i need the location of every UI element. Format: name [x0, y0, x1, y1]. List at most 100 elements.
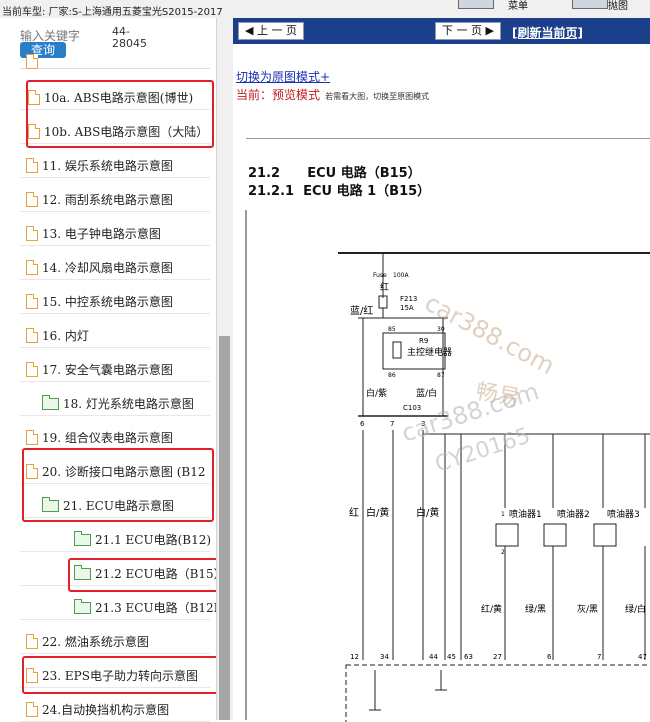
tree-item-label: 12. 雨刮系统电路示意图: [42, 192, 173, 207]
prev-page-button[interactable]: ◀ 上 一 页: [238, 22, 304, 40]
svg-text:45: 45: [447, 653, 456, 661]
injector-1: [495, 523, 519, 547]
top-bar: 当前车型: 厂家:S-上海通用五菱宝光S2015-2017 菜单 抛图: [0, 0, 650, 19]
car-model-label: 当前车型: 厂家:S-上海通用五菱宝光S2015-2017: [2, 7, 223, 18]
subsection-title: 21.2.1 ECU 电路 1（B15）: [248, 184, 431, 199]
switch-mode-link[interactable]: 切换为原图模式+: [236, 70, 331, 84]
tree-item[interactable]: 15. 中控系统电路示意图: [20, 289, 210, 314]
watermark-text: car388.com: [420, 289, 559, 381]
tree-item-label: 13. 电子钟电路示意图: [42, 226, 161, 241]
tree-item[interactable]: 10a. ABS电路示意图(博世): [20, 85, 210, 110]
tree-panel: 输入关键字 44-28045 查询 10a. ABS电路示意图(博世) 10b.…: [0, 18, 234, 722]
menu-label: 菜单: [508, 1, 528, 12]
svg-text:27: 27: [493, 653, 502, 661]
fuse-amp: 100A: [393, 272, 409, 279]
tree-item-label: 20. 诊断接口电路示意图 (B12: [42, 464, 206, 479]
tree-item[interactable]: 18. 灯光系统电路示意图: [20, 391, 210, 416]
svg-text:3: 3: [421, 420, 425, 428]
relay-name: 主控继电器: [407, 346, 452, 358]
prev-arrow-icon: ◀: [245, 24, 254, 37]
wire-label: 红: [380, 281, 389, 293]
svg-text:12: 12: [350, 653, 359, 661]
svg-text:2: 2: [501, 549, 505, 556]
doc-icon: [26, 54, 38, 69]
tree-item-label: 22. 燃油系统示意图: [42, 634, 149, 649]
next-page-button[interactable]: 下 一 页 ▶: [435, 22, 501, 40]
svg-text:86: 86: [388, 372, 396, 379]
divider: [246, 138, 650, 139]
doc-icon: [26, 633, 38, 649]
svg-text:47: 47: [638, 653, 647, 661]
mode-hint: 若需看大图，切换至原图模式: [325, 92, 430, 101]
svg-text:7: 7: [597, 653, 601, 661]
fuse-f213-amp: 15A: [400, 304, 414, 312]
svg-text:红: 红: [349, 506, 359, 519]
tree-item[interactable]: 17. 安全气囊电路示意图: [20, 357, 210, 382]
tree-item[interactable]: 14. 冷却风扇电路示意图: [20, 255, 210, 280]
doc-icon: [26, 463, 38, 479]
doc-icon: [26, 157, 38, 173]
svg-text:34: 34: [380, 653, 389, 661]
folder-open-icon: [42, 497, 59, 512]
wire-label: 蓝/红: [350, 304, 373, 317]
fuse-label: Fuse: [373, 272, 387, 279]
section-title: 21.2 ECU 电路（B15）: [248, 166, 421, 181]
mode-label: 当前：预览模式: [236, 88, 321, 102]
tree-item-label: 10a. ABS电路示意图(博世): [44, 90, 194, 105]
print-label: 抛图: [608, 1, 628, 12]
print-button[interactable]: [572, 0, 608, 9]
svg-text:红/黄: 红/黄: [481, 603, 502, 615]
tree-item-label: 14. 冷却风扇电路示意图: [42, 260, 173, 275]
tree-scrollbar[interactable]: [216, 18, 233, 720]
tree-item-label: 21.2 ECU电路（B15）: [95, 566, 226, 581]
svg-text:30: 30: [437, 326, 445, 333]
relay-coil: [392, 341, 402, 359]
svg-text:白/黄: 白/黄: [416, 506, 439, 519]
tree-item[interactable]: 22. 燃油系统示意图: [20, 629, 210, 654]
svg-text:绿/黑: 绿/黑: [525, 603, 546, 615]
tree-item[interactable]: 24.自动换挡机构示意图: [20, 697, 210, 722]
tree-item[interactable]: 20. 诊断接口电路示意图 (B12: [20, 459, 210, 484]
doc-icon: [26, 667, 38, 683]
next-arrow-icon: ▶: [485, 24, 494, 37]
tree-item-selected[interactable]: 21.2 ECU电路（B15）: [20, 561, 226, 586]
doc-icon: [26, 293, 38, 309]
doc-icon: [26, 327, 38, 343]
svg-text:44: 44: [429, 653, 438, 661]
scrolled-item[interactable]: [20, 54, 210, 69]
svg-text:85: 85: [388, 326, 396, 333]
injector-3: [593, 523, 617, 547]
tree-item[interactable]: 21.1 ECU电路(B12): [20, 527, 211, 552]
tree-item-label: 11. 娱乐系统电路示意图: [42, 158, 173, 173]
doc-icon: [28, 123, 40, 139]
refresh-link[interactable]: [刷新当前页]: [512, 26, 583, 40]
svg-text:7: 7: [390, 420, 394, 428]
doc-icon: [26, 225, 38, 241]
tree-item[interactable]: 19. 组合仪表电路示意图: [20, 425, 210, 450]
doc-icon: [26, 191, 38, 207]
doc-icon: [26, 361, 38, 377]
tree-item[interactable]: 21. ECU电路示意图: [20, 493, 210, 518]
tree-item-label: 16. 内灯: [42, 328, 89, 343]
highlight-box: [26, 80, 214, 148]
tree-item[interactable]: 11. 娱乐系统电路示意图: [20, 153, 210, 178]
scrollbar-thumb[interactable]: [219, 336, 230, 720]
tree-item-label: 21.3 ECU电路（B12M: [95, 600, 226, 615]
svg-text:1: 1: [501, 511, 505, 518]
folder-icon: [74, 599, 91, 614]
svg-text:蓝/白: 蓝/白: [416, 387, 437, 399]
search-button[interactable]: 查询: [20, 42, 66, 58]
prev-label: 上 一 页: [256, 24, 297, 37]
tree-item-label: 18. 灯光系统电路示意图: [63, 396, 194, 411]
highlight-box: [22, 656, 222, 694]
menu-button[interactable]: [458, 0, 494, 9]
tree-item[interactable]: 13. 电子钟电路示意图: [20, 221, 210, 246]
tree-item[interactable]: 21.3 ECU电路（B12M: [20, 595, 226, 620]
svg-text:绿/白: 绿/白: [625, 603, 646, 615]
svg-text:喷油器2: 喷油器2: [557, 508, 590, 520]
tree-item[interactable]: 12. 雨刮系统电路示意图: [20, 187, 210, 212]
tree-item[interactable]: 16. 内灯: [20, 323, 210, 348]
tree-item[interactable]: 23. EPS电子助力转向示意图: [20, 663, 210, 688]
highlight-box: [68, 558, 234, 592]
tree-item[interactable]: 10b. ABS电路示意图（大陆）: [20, 119, 210, 144]
